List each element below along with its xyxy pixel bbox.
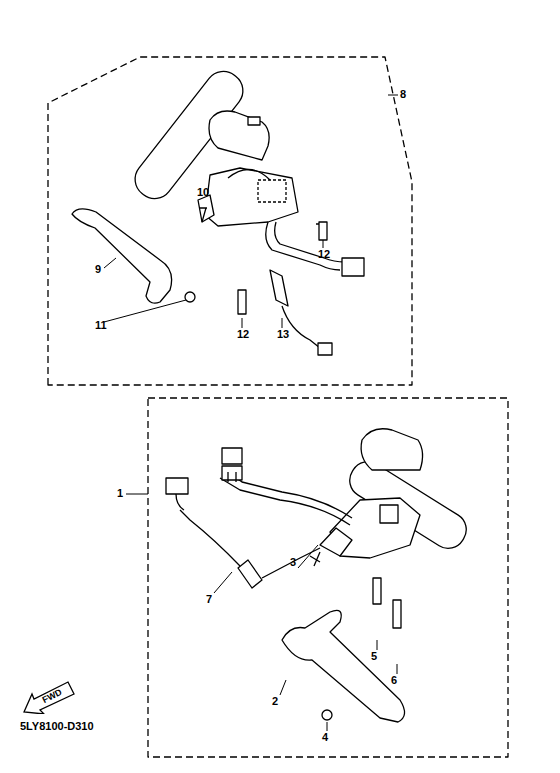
callout-number: 13: [277, 329, 289, 340]
top-assembly: [72, 64, 364, 355]
group-frame: [48, 57, 412, 385]
callout-number: 12: [237, 329, 249, 340]
callout-number: 5: [371, 651, 377, 662]
callout-number: 2: [272, 696, 278, 707]
callout-number: 8: [400, 89, 406, 100]
callout-number: 11: [95, 320, 107, 331]
diagram-code: 5LY8100-D310: [20, 721, 94, 732]
callout-number: 3: [290, 557, 296, 568]
callout-number: 7: [206, 594, 212, 605]
group-frame: [148, 398, 508, 757]
callout-number: 9: [95, 264, 101, 275]
callout-number: 10: [197, 187, 209, 198]
callout-number: 1: [117, 488, 123, 499]
callout-number: 6: [391, 675, 397, 686]
direction-arrow: FWD: [22, 680, 76, 714]
callout-number: 12: [318, 249, 330, 260]
callout-number: 4: [322, 732, 328, 743]
bottom-assembly: [166, 429, 473, 722]
